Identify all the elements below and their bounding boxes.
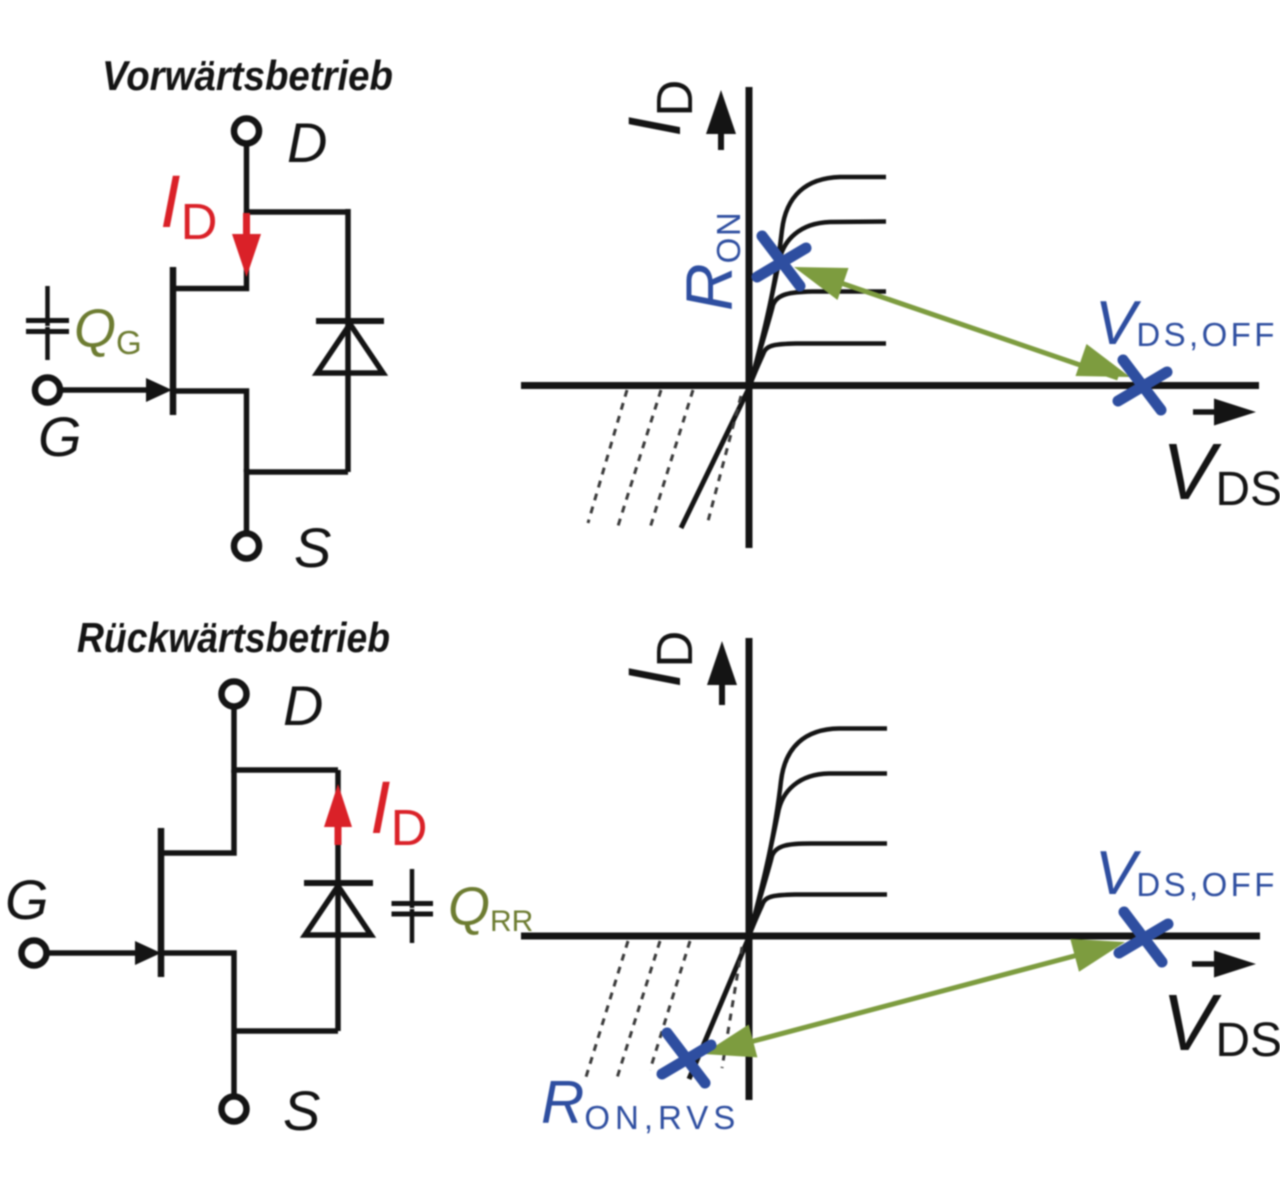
svg-text:D: D	[283, 674, 323, 737]
svg-text:G: G	[5, 868, 49, 931]
svg-text:S: S	[283, 1079, 320, 1142]
svg-text:QG: QG	[74, 299, 142, 361]
svg-text:Vorwärtsbetrieb: Vorwärtsbetrieb	[102, 52, 393, 99]
svg-text:RON: RON	[672, 211, 747, 311]
svg-text:G: G	[38, 405, 82, 468]
svg-text:Rückwärtsbetrieb: Rückwärtsbetrieb	[77, 614, 390, 661]
svg-text:S: S	[294, 516, 331, 579]
svg-text:D: D	[287, 111, 327, 174]
